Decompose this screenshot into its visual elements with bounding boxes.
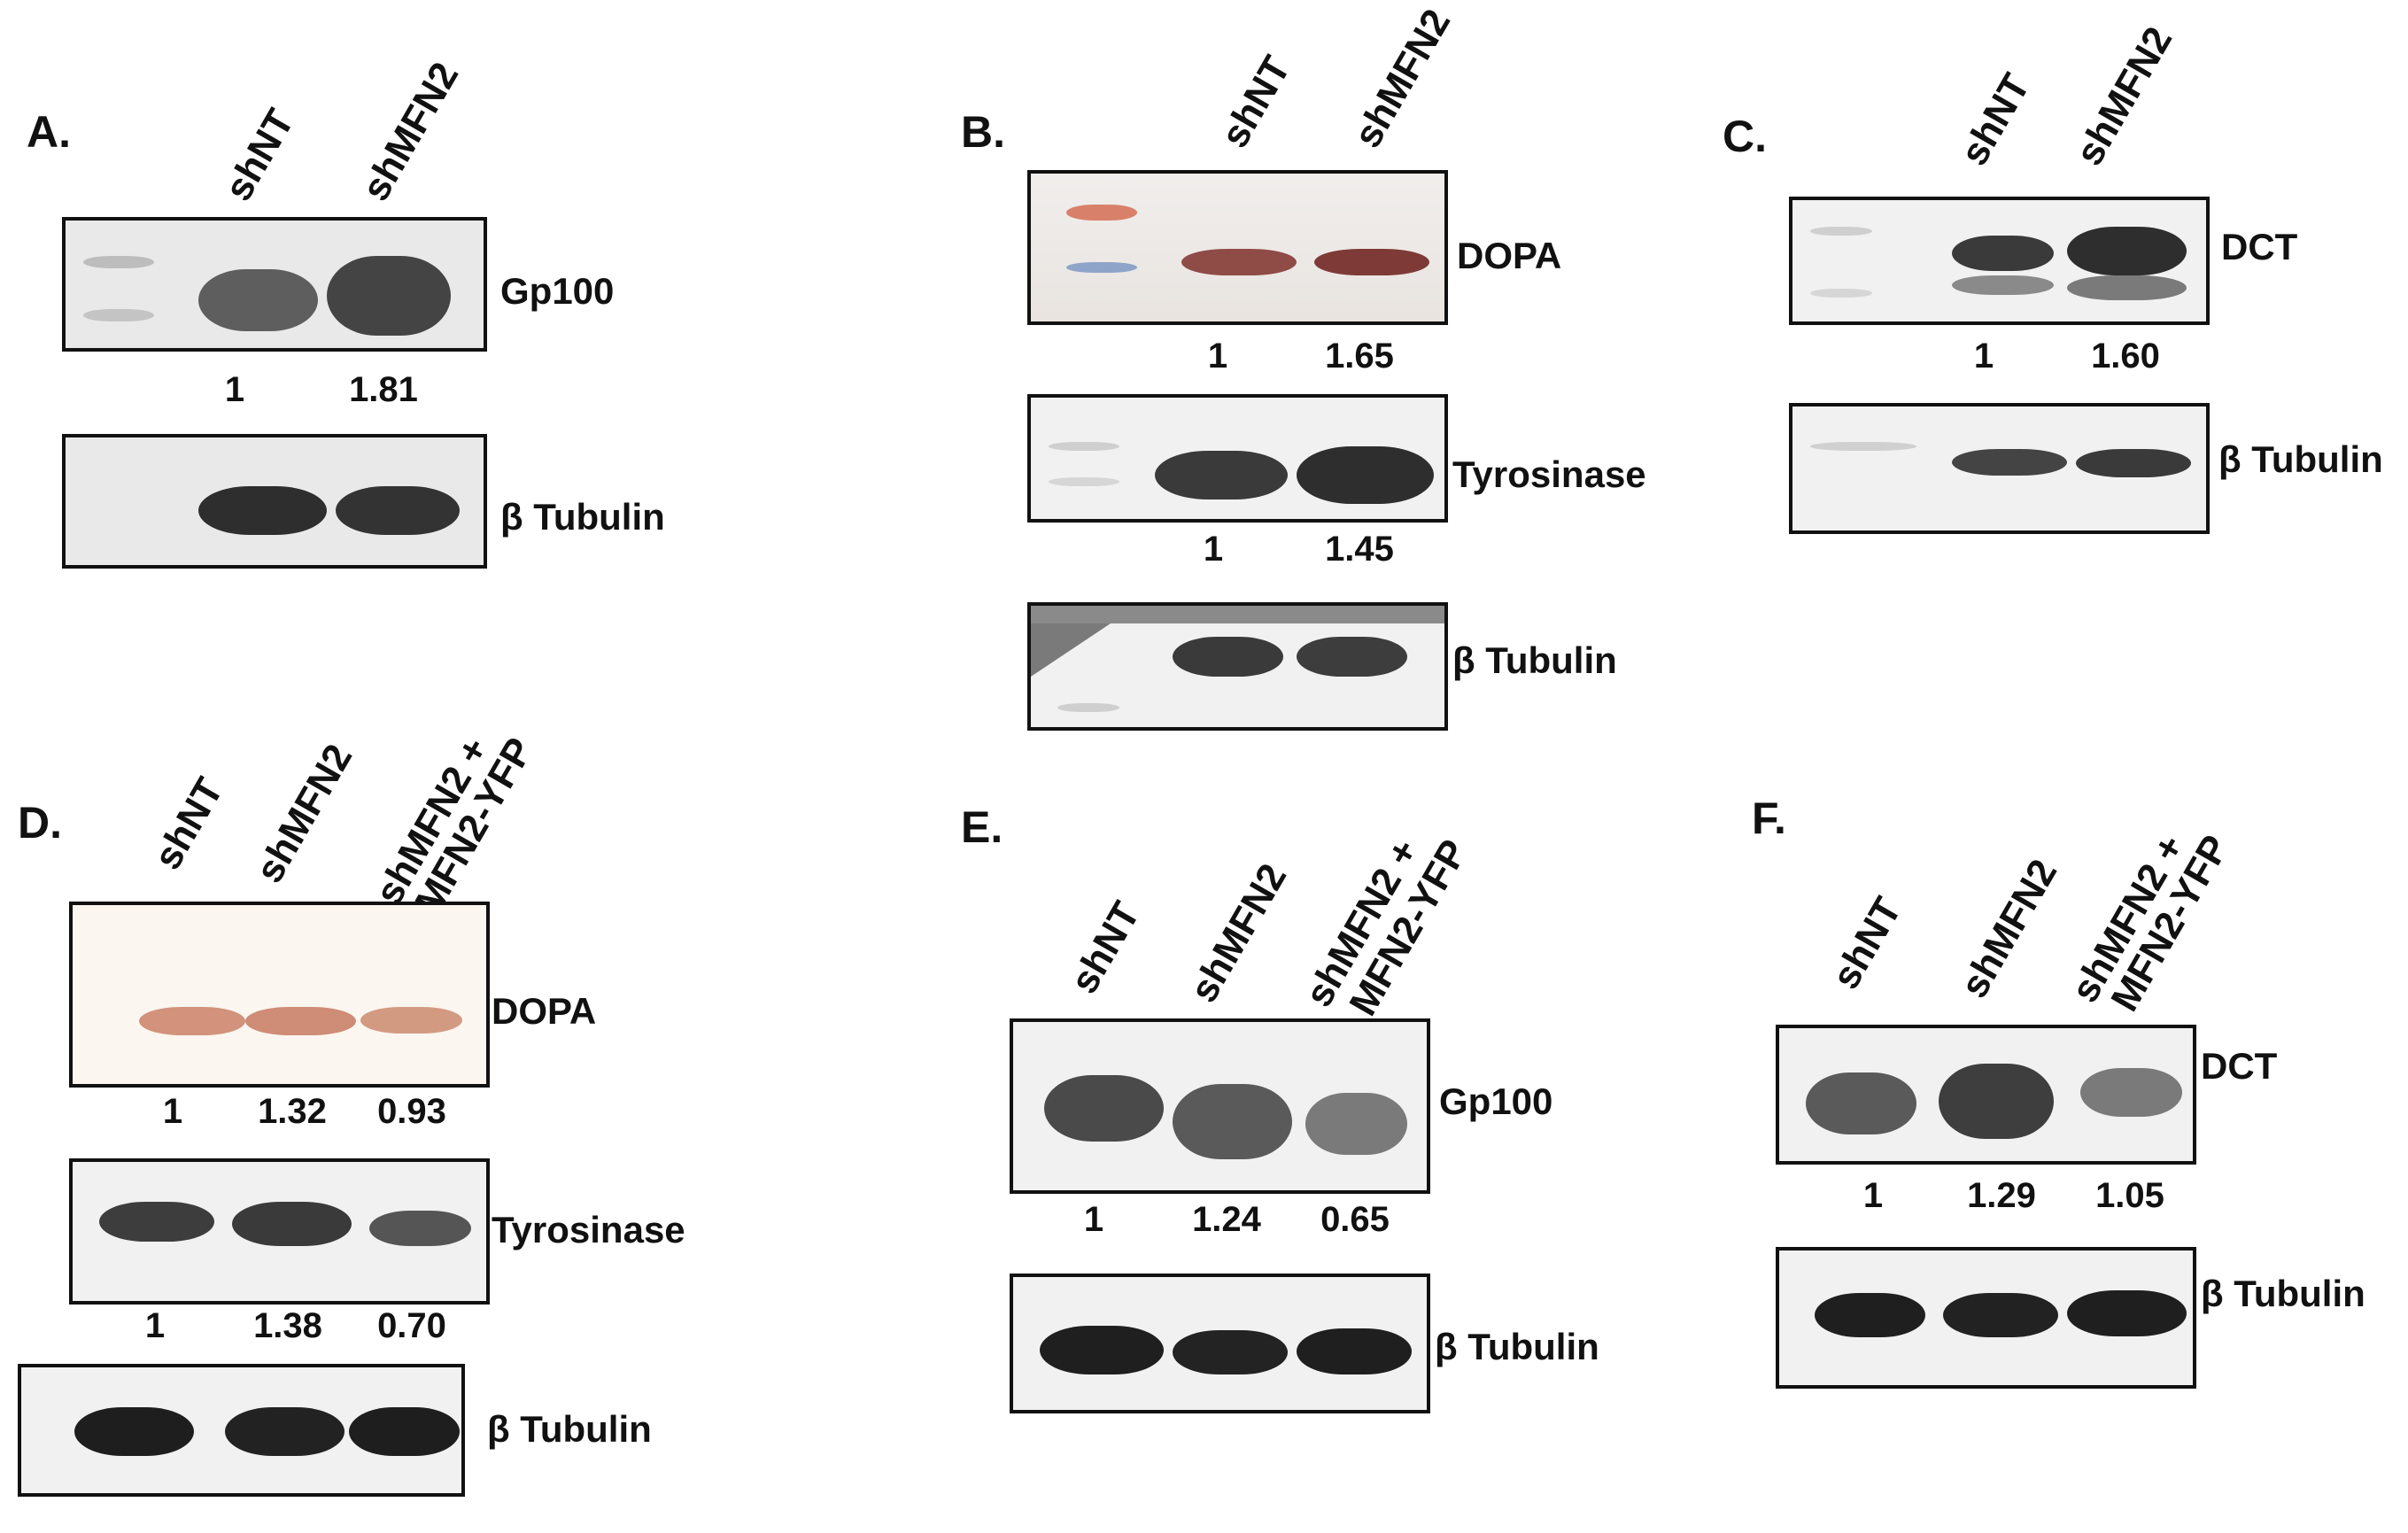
lane-label-shnt: shNT [1062,894,1149,1001]
lane-label-shnt: shNT [145,770,232,877]
panel-label-d: D. [18,798,62,848]
blot-f-tubulin [1776,1247,2196,1389]
quant-value: 1.32 [258,1092,327,1131]
blot-d-tyrosinase [69,1158,490,1305]
blot-label-tyrosinase: Tyrosinase [1452,453,1646,495]
quant-value: 0.65 [1320,1200,1390,1239]
quant-value: 1.05 [2095,1176,2164,1215]
quant-value: 1.24 [1192,1200,1261,1239]
lane-label-shmfn2: shMFN2 [2067,19,2181,173]
blot-label-dct: DCT [2221,226,2298,267]
panel-label-c: C. [1723,112,1767,161]
blot-label-tubulin: β Tubulin [1452,639,1617,681]
blot-a-gp100 [62,217,487,352]
lane-label-shnt: shNT [1212,49,1299,155]
quant-value: 1 [144,1306,166,1345]
quant-value: 1.29 [1967,1176,2036,1215]
blot-e-gp100 [1010,1018,1430,1194]
blot-e-tubulin [1010,1274,1430,1413]
lane-label-shmfn2: shMFN2 [1181,856,1296,1010]
quant-value: 1 [1083,1200,1104,1239]
quant-value: 1 [162,1092,183,1131]
blot-label-dct: DCT [2201,1045,2278,1087]
quant-value: 1.65 [1325,337,1394,376]
blot-a-tubulin [62,434,487,569]
blot-label-gp100: Gp100 [500,270,615,312]
panel-label-a: A. [27,107,71,157]
quant-value: 1.60 [2091,337,2160,376]
lane-label-shnt: shNT [1952,66,2039,173]
blot-label-tubulin: β Tubulin [1435,1326,1599,1367]
lane-label-shmfn2: shMFN2 [1952,852,2066,1005]
blot-label-tubulin: β Tubulin [2218,438,2383,480]
quant-value: 1 [1203,530,1224,569]
blot-label-tubulin: β Tubulin [2201,1273,2365,1314]
blot-c-tubulin [1789,403,2210,534]
blot-c-dct [1789,197,2210,325]
quant-value: 1.38 [253,1306,322,1345]
quant-value: 1.45 [1325,530,1394,569]
lane-label-shnt: shNT [1823,890,1910,996]
lane-label-shmfn2: shMFN2 [353,55,468,208]
lane-label-shmfn2: shMFN2 [1345,2,1460,155]
lane-label-shmfn2: shMFN2 [247,737,361,890]
blot-label-dopa: DOPA [492,990,597,1032]
blot-b-tubulin [1027,602,1448,731]
lane-label-shnt: shNT [216,102,303,208]
blot-label-tubulin: β Tubulin [500,496,665,538]
blot-d-dopa [69,902,490,1088]
blot-label-dopa: DOPA [1457,235,1562,276]
blot-label-tubulin: β Tubulin [487,1408,652,1450]
quant-value: 0.70 [377,1306,446,1345]
quant-value: 1 [1973,337,1994,376]
panel-label-f: F. [1752,794,1786,843]
blot-label-tyrosinase: Tyrosinase [492,1209,685,1250]
quant-value: 1 [1207,337,1228,376]
panel-label-e: E. [961,802,1003,852]
blot-b-tyrosinase [1027,394,1448,523]
blot-f-dct [1776,1025,2196,1165]
quant-value: 1.81 [349,370,418,409]
blot-b-dopa [1027,170,1448,325]
blot-label-gp100: Gp100 [1439,1080,1553,1122]
quant-value: 1 [224,370,245,409]
quant-value: 0.93 [377,1092,446,1131]
quant-value: 1 [1862,1176,1884,1215]
blot-d-tubulin [18,1364,465,1497]
panel-label-b: B. [961,107,1005,157]
